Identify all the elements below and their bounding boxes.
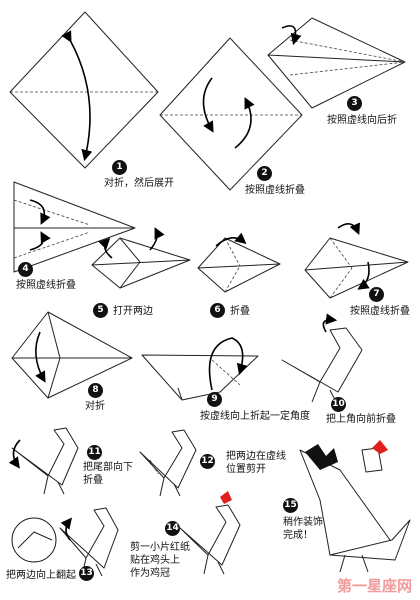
step-9-number: 9 xyxy=(207,392,222,407)
step-2-number: 2 xyxy=(257,166,272,181)
step-4-caption: 按照虚线折叠 xyxy=(16,280,76,291)
step-12-number: 12 xyxy=(200,454,215,469)
step-15-diagram xyxy=(299,440,411,573)
step-3-diagram xyxy=(267,17,406,109)
step-11-caption: 把尾部向下 折叠 xyxy=(83,462,133,486)
step-4-number: 4 xyxy=(18,262,33,277)
step-9-diagram xyxy=(141,337,259,401)
step-15-caption: 稍作装饰 完成！ xyxy=(283,517,323,541)
step-1-caption: 对折，然后展开 xyxy=(104,178,174,189)
step-9-caption: 按虚线向上折起一定角度 xyxy=(200,411,310,422)
step-14-number: 14 xyxy=(165,521,180,536)
step-1-number: 1 xyxy=(112,160,127,175)
step-12-caption: 把两边在虚线 位置剪开 xyxy=(226,451,286,475)
step-14-caption: 剪一小片红纸 贴在鸡头上 作为鸡冠 xyxy=(130,542,190,579)
step-2-caption: 按照虚线折叠 xyxy=(245,185,305,196)
step-13-diagram xyxy=(11,507,119,577)
step-6-number: 6 xyxy=(210,303,225,318)
step-2-diagram xyxy=(159,37,303,191)
step-12-diagram xyxy=(139,429,197,497)
comb-shape xyxy=(220,491,232,504)
step-5-diagram xyxy=(91,227,191,289)
step-8-number: 8 xyxy=(88,383,103,398)
step-1-diagram xyxy=(9,11,159,169)
step-7-diagram xyxy=(304,222,409,299)
step-5-number: 5 xyxy=(93,303,108,318)
step-13-caption: 把两边向上翻起 xyxy=(6,570,76,581)
step-5-caption: 打开两边 xyxy=(113,306,153,317)
step-15-number: 15 xyxy=(283,498,298,513)
step-8-caption: 对折 xyxy=(85,401,105,412)
step-10-diagram xyxy=(281,313,363,403)
step-13-number: 13 xyxy=(79,566,94,581)
step-7-number: 7 xyxy=(369,287,384,302)
step-11-number: 11 xyxy=(87,445,102,460)
comb-shape-final xyxy=(372,440,388,454)
step-6-caption: 折叠 xyxy=(230,306,250,317)
step-14-diagram xyxy=(179,491,241,575)
step-3-caption: 按照虚线向后折 xyxy=(327,115,397,126)
step-3-number: 3 xyxy=(347,96,362,111)
site-watermark: 第一星座网 xyxy=(336,577,412,595)
step-8-diagram xyxy=(11,311,133,399)
step-11-diagram xyxy=(8,427,79,495)
step-10-caption: 把上角向前折叠 xyxy=(326,414,396,425)
step-4-diagram xyxy=(13,181,136,273)
step-7-caption: 按照虚线折叠 xyxy=(350,306,410,317)
step-6-diagram xyxy=(197,232,281,293)
step-10-number: 10 xyxy=(331,397,346,412)
